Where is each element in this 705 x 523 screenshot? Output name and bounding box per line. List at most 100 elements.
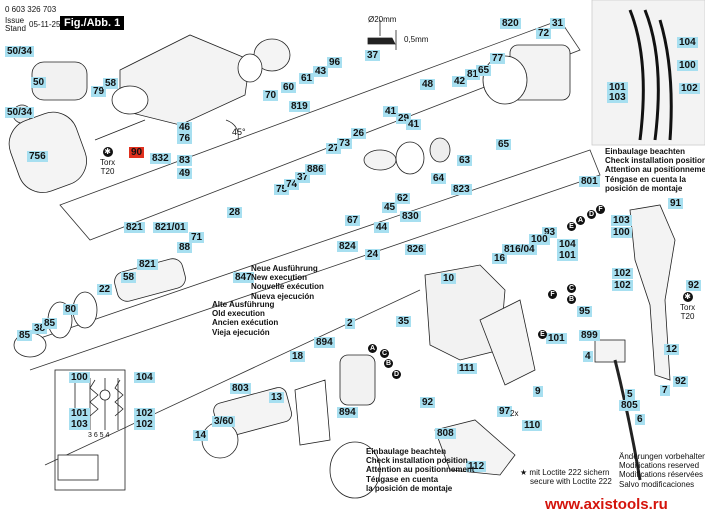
callout-37-top[interactable]: 37 — [365, 50, 381, 61]
callout-92-b[interactable]: 92 — [420, 397, 436, 408]
callout-91[interactable]: 91 — [668, 198, 684, 209]
callout-70[interactable]: 70 — [263, 90, 279, 101]
callout-58-top[interactable]: 58 — [103, 78, 119, 89]
callout-805[interactable]: 805 — [619, 400, 640, 411]
callout-71[interactable]: 71 — [189, 232, 205, 243]
callout-103-top[interactable]: 103 — [607, 92, 628, 103]
callout-894-b[interactable]: 894 — [337, 407, 358, 418]
callout-886[interactable]: 886 — [305, 164, 326, 175]
callout-847[interactable]: 847 — [233, 272, 254, 283]
callout-43[interactable]: 43 — [313, 66, 329, 77]
callout-824[interactable]: 824 — [337, 241, 358, 252]
callout-102-wiring-1[interactable]: 102 — [134, 408, 155, 419]
callout-80[interactable]: 80 — [63, 304, 79, 315]
callout-808[interactable]: 808 — [435, 428, 456, 439]
callout-819[interactable]: 819 — [289, 101, 310, 112]
callout-4[interactable]: 4 — [583, 351, 593, 362]
callout-42[interactable]: 42 — [452, 76, 468, 87]
callout-103-wiring[interactable]: 103 — [69, 419, 90, 430]
callout-101[interactable]: 101 — [557, 250, 578, 261]
callout-832[interactable]: 832 — [150, 153, 171, 164]
callout-81[interactable]: 81 — [465, 69, 481, 80]
callout-38[interactable]: 38 — [32, 323, 48, 334]
callout-6[interactable]: 6 — [635, 414, 645, 425]
callout-35[interactable]: 35 — [396, 316, 412, 327]
callout-49[interactable]: 49 — [177, 168, 193, 179]
callout-22[interactable]: 22 — [97, 284, 113, 295]
callout-894-a[interactable]: 894 — [314, 337, 335, 348]
callout-2[interactable]: 2 — [345, 318, 355, 329]
callout-14[interactable]: 14 — [193, 430, 209, 441]
callout-79[interactable]: 79 — [91, 86, 107, 97]
callout-61[interactable]: 61 — [299, 73, 315, 84]
callout-90[interactable]: 90 — [129, 147, 145, 158]
callout-803[interactable]: 803 — [230, 383, 251, 394]
callout-41-a[interactable]: 41 — [383, 106, 399, 117]
callout-821-b[interactable]: 821 — [137, 259, 158, 270]
callout-92-r[interactable]: 92 — [686, 280, 702, 291]
callout-88[interactable]: 88 — [177, 242, 193, 253]
callout-5[interactable]: 5 — [625, 389, 635, 400]
callout-46[interactable]: 46 — [177, 122, 193, 133]
callout-85-b[interactable]: 85 — [42, 318, 58, 329]
callout-45[interactable]: 45 — [382, 202, 398, 213]
callout-18[interactable]: 18 — [290, 351, 306, 362]
callout-101-top[interactable]: 101 — [607, 82, 628, 93]
callout-58[interactable]: 58 — [121, 272, 137, 283]
callout-50[interactable]: 50 — [31, 77, 47, 88]
callout-102-a[interactable]: 102 — [612, 268, 633, 279]
callout-830[interactable]: 830 — [400, 211, 421, 222]
callout-50-34[interactable]: 50/34 — [5, 107, 35, 118]
callout-44[interactable]: 44 — [374, 222, 390, 233]
callout-74[interactable]: 74 — [284, 179, 300, 190]
callout-27[interactable]: 27 — [326, 143, 342, 154]
callout-103[interactable]: 103 — [611, 215, 632, 226]
callout-62[interactable]: 62 — [395, 193, 411, 204]
callout-97[interactable]: 97 — [497, 406, 513, 417]
callout-756[interactable]: 756 — [27, 151, 48, 162]
callout-7[interactable]: 7 — [660, 385, 670, 396]
callout-111[interactable]: 111 — [457, 363, 477, 374]
callout-85-a[interactable]: 85 — [17, 330, 33, 341]
callout-72[interactable]: 72 — [536, 28, 552, 39]
callout-110[interactable]: 110 — [522, 420, 543, 431]
callout-100-top[interactable]: 100 — [677, 60, 698, 71]
callout-37[interactable]: 37 — [295, 172, 311, 183]
callout-96[interactable]: 96 — [327, 57, 343, 68]
callout-3-60[interactable]: 3/60 — [212, 416, 236, 427]
callout-816-04[interactable]: 816/04 — [502, 244, 537, 255]
callout-101-wiring[interactable]: 101 — [69, 408, 90, 419]
callout-31[interactable]: 31 — [550, 18, 566, 29]
callout-41-b[interactable]: 41 — [406, 119, 422, 130]
callout-75[interactable]: 75 — [274, 184, 290, 195]
callout-16[interactable]: 16 — [492, 253, 508, 264]
callout-100-wiring[interactable]: 100 — [69, 372, 90, 383]
callout-77[interactable]: 77 — [490, 53, 506, 64]
callout-65-a[interactable]: 65 — [476, 65, 492, 76]
callout-76[interactable]: 76 — [177, 133, 193, 144]
callout-73[interactable]: 73 — [337, 138, 353, 149]
callout-26[interactable]: 26 — [351, 128, 367, 139]
callout-10[interactable]: 10 — [441, 273, 457, 284]
callout-821-01[interactable]: 821/01 — [153, 222, 188, 233]
callout-48[interactable]: 48 — [420, 79, 436, 90]
callout-801[interactable]: 801 — [579, 176, 600, 187]
callout-820[interactable]: 820 — [500, 18, 521, 29]
callout-823[interactable]: 823 — [451, 184, 472, 195]
callout-60[interactable]: 60 — [281, 82, 297, 93]
callout-100[interactable]: 100 — [611, 227, 632, 238]
callout-63[interactable]: 63 — [457, 155, 473, 166]
callout-67[interactable]: 67 — [345, 215, 361, 226]
callout-24[interactable]: 24 — [365, 249, 381, 260]
callout-101-b[interactable]: 101 — [546, 333, 567, 344]
callout-102-wiring-2[interactable]: 102 — [134, 419, 155, 430]
callout-95[interactable]: 95 — [577, 306, 593, 317]
callout-821-a[interactable]: 821 — [124, 222, 145, 233]
callout-29[interactable]: 29 — [396, 113, 412, 124]
callout-899[interactable]: 899 — [579, 330, 600, 341]
callout-112[interactable]: 112 — [466, 461, 487, 472]
callout-65-b[interactable]: 65 — [496, 139, 512, 150]
callout-102-b[interactable]: 102 — [612, 280, 633, 291]
callout-13[interactable]: 13 — [269, 392, 285, 403]
watermark-link[interactable]: www.axistools.ru — [545, 496, 668, 513]
